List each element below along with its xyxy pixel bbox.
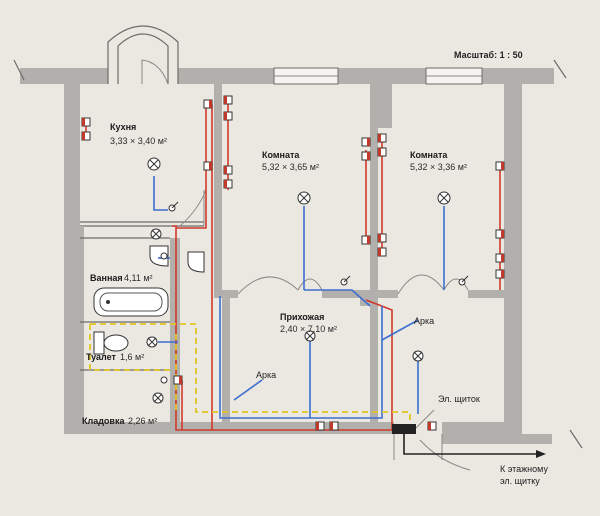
walls bbox=[13, 25, 583, 449]
lamp-icon bbox=[304, 330, 316, 342]
storage-area: 2,26 м² bbox=[128, 416, 157, 426]
socket-icon bbox=[81, 95, 505, 431]
wiring-neutral bbox=[153, 176, 445, 419]
lamp-icon bbox=[412, 350, 424, 362]
toilet-area: 1,6 м² bbox=[120, 352, 144, 362]
room2-name: Комната bbox=[410, 150, 448, 160]
feed-label-line2: эл. щитку bbox=[500, 476, 540, 486]
scale-label: Масштаб: 1 : 50 bbox=[454, 50, 523, 60]
kitchen-name: Кухня bbox=[110, 122, 136, 132]
sink-icon bbox=[149, 245, 205, 273]
bath-name: Ванная bbox=[90, 273, 123, 283]
lamp-icon bbox=[297, 191, 311, 205]
hall-size: 2,40 × 7,10 м² bbox=[280, 324, 337, 334]
kitchen-size: 3,33 × 3,40 м² bbox=[110, 136, 167, 146]
wiring-feed bbox=[403, 434, 546, 458]
electrical-panel-icon bbox=[392, 424, 416, 434]
room2-size: 5,32 × 3,36 м² bbox=[410, 162, 467, 172]
lamp-icon bbox=[147, 157, 161, 171]
panel-label: Эл. щиток bbox=[438, 394, 480, 404]
toilet-icon bbox=[93, 331, 129, 355]
bathtub-icon bbox=[93, 287, 169, 317]
hall-name: Прихожая bbox=[280, 312, 324, 322]
wiring-ground bbox=[89, 323, 411, 426]
arch-label-right: Арка bbox=[414, 316, 434, 326]
room1-name: Комната bbox=[262, 150, 300, 160]
feed-label-line1: К этажному bbox=[500, 464, 548, 474]
room1-size: 5,32 × 3,65 м² bbox=[262, 162, 319, 172]
lamp-icon bbox=[146, 336, 158, 348]
storage-name: Кладовка bbox=[82, 416, 125, 426]
toilet-name: Туалет bbox=[86, 352, 117, 362]
interior-walls bbox=[80, 84, 504, 422]
lamp-icon bbox=[150, 228, 162, 240]
bath-area: 4,11 м² bbox=[124, 273, 153, 283]
lamp-icon bbox=[152, 392, 164, 404]
doors bbox=[141, 59, 471, 471]
switch-icon bbox=[160, 201, 469, 384]
arch-label-left: Арка bbox=[256, 370, 276, 380]
lamp-icon bbox=[437, 191, 451, 205]
